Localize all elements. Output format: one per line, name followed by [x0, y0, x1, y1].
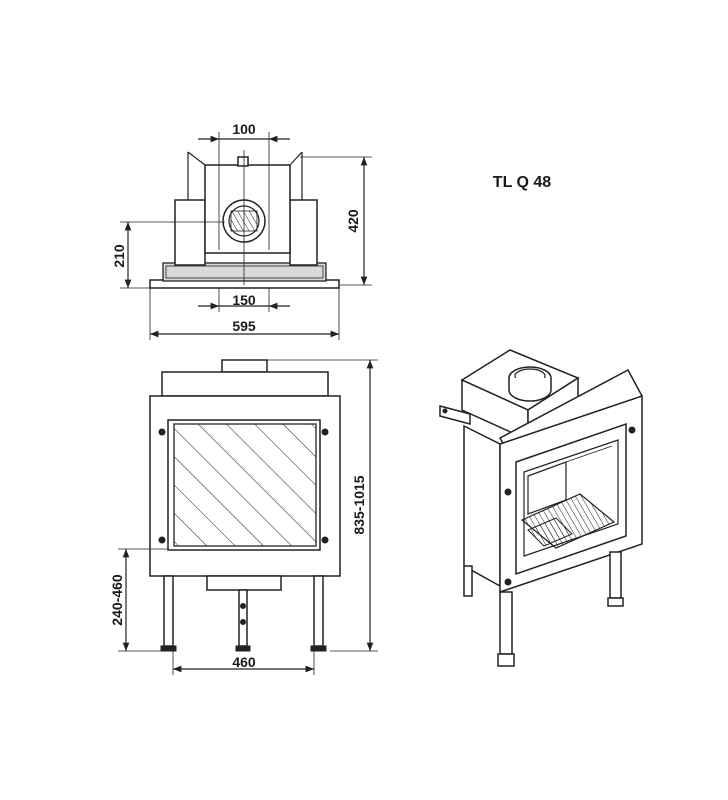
front-leg-right	[313, 575, 324, 647]
top-view-stub	[237, 156, 249, 167]
top-view: 100 420 210 150 595	[111, 121, 372, 340]
dim-150: 150	[232, 292, 256, 308]
bolt-icon	[321, 536, 329, 544]
model-title: TL Q 48	[493, 174, 551, 191]
front-upper-box	[161, 371, 329, 397]
top-view-base-band	[162, 262, 327, 282]
iso-leg-front	[499, 591, 513, 655]
iso-body-side	[463, 424, 501, 588]
dim-240-460: 240-460	[109, 574, 125, 626]
isometric-view	[439, 349, 644, 667]
iso-leg-right	[609, 551, 622, 599]
front-glass	[173, 423, 317, 547]
bolt-icon	[504, 488, 512, 496]
foot-icon	[235, 645, 251, 652]
foot-icon	[310, 645, 327, 652]
iso-bracket	[439, 405, 471, 425]
dim-210: 210	[111, 244, 127, 268]
bolt-icon	[158, 428, 166, 436]
dim-835-1015: 835-1015	[351, 475, 367, 534]
front-leg-center	[238, 589, 248, 647]
bolt-icon	[321, 428, 329, 436]
foot-icon	[160, 645, 177, 652]
dim-420: 420	[345, 209, 361, 233]
bolt-icon	[504, 578, 512, 586]
bolt-icon	[158, 536, 166, 544]
top-view-right-block	[289, 199, 318, 266]
bolt-icon	[628, 426, 636, 434]
dim-100: 100	[232, 121, 256, 137]
dim-460: 460	[232, 654, 256, 670]
front-leg-left	[163, 575, 174, 647]
front-collar	[221, 359, 268, 373]
top-view-left-block	[174, 199, 206, 266]
front-view: 835-1015 240-460 460	[109, 359, 378, 675]
front-ash-box	[206, 575, 282, 591]
foot-icon	[497, 653, 515, 667]
foot-icon	[607, 597, 624, 607]
dim-595: 595	[232, 318, 256, 334]
